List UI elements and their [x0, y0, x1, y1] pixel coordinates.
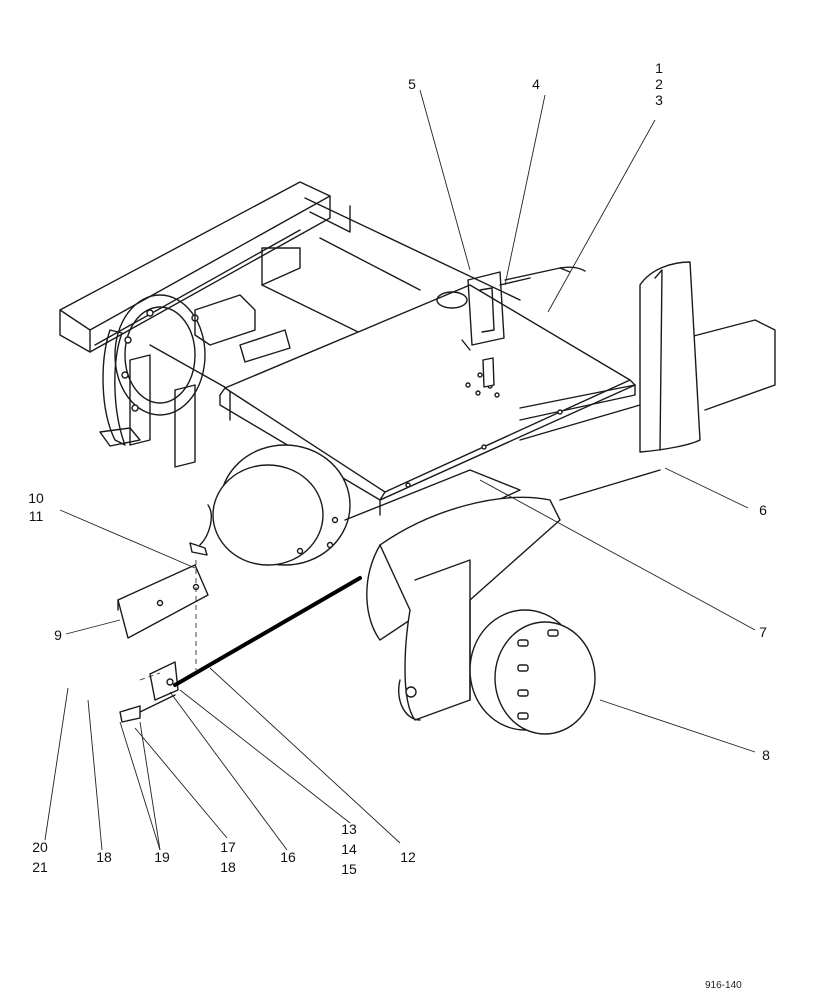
gear-housing	[379, 496, 561, 721]
brake-drum	[469, 609, 596, 735]
callout-14: 14	[341, 841, 357, 857]
deck-plate	[219, 284, 636, 516]
callout-18: 18	[96, 849, 112, 865]
leader-lines	[44, 89, 756, 851]
callout-19: 19	[154, 849, 170, 865]
figure-reference: 916-140	[705, 980, 742, 991]
callout-20: 20	[32, 839, 48, 855]
callout-5: 5	[408, 76, 416, 92]
callout-4: 4	[532, 76, 540, 92]
control-cable	[173, 576, 362, 687]
lower-bracket	[117, 504, 212, 723]
callout-9: 9	[54, 627, 62, 643]
callout-7: 7	[759, 624, 767, 640]
callout-12: 12	[400, 849, 416, 865]
callout-13: 13	[341, 821, 357, 837]
callout-16: 16	[280, 849, 296, 865]
callout-1: 1	[655, 60, 663, 76]
callout-6: 6	[759, 502, 767, 518]
callout-17: 17	[220, 839, 236, 855]
callout-3: 3	[655, 92, 663, 108]
transmission-housing	[99, 294, 291, 468]
chassis-frame	[59, 181, 776, 501]
callout-21: 21	[32, 859, 48, 875]
upright-panel	[639, 261, 701, 453]
callout-11: 11	[29, 508, 44, 524]
callout-2: 2	[655, 76, 663, 92]
callout-8: 8	[762, 747, 770, 763]
callout-15: 15	[341, 861, 357, 877]
axle-housing	[212, 444, 521, 641]
callout-18-lower: 18	[220, 859, 236, 875]
callout-labels: 1 2 3 4 5 6 7 8 9 10 11 12 13 14 15 16 1…	[28, 60, 770, 877]
callout-10: 10	[28, 490, 44, 506]
